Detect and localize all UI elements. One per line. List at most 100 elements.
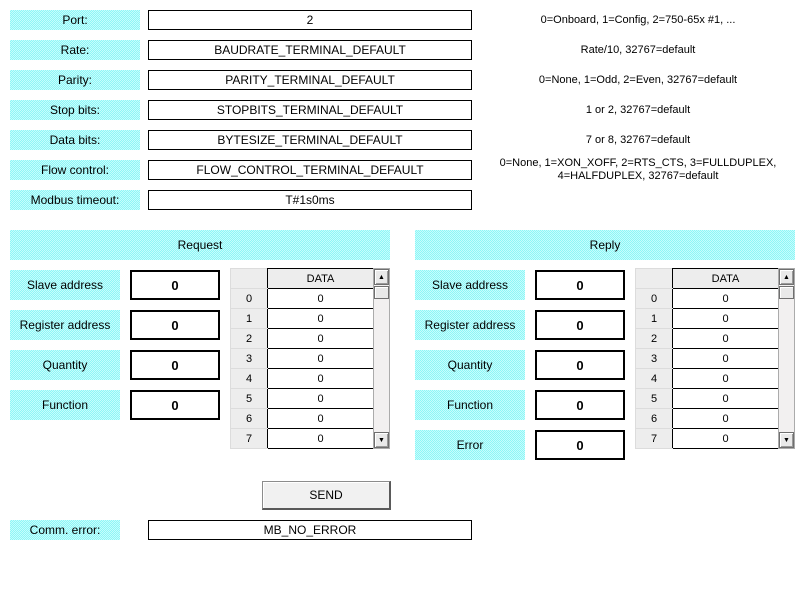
field-value-input[interactable]: 0 bbox=[130, 350, 220, 380]
config-label: Data bits: bbox=[10, 130, 140, 150]
data-cell[interactable]: 0 bbox=[267, 288, 374, 309]
field-label: Slave address bbox=[10, 270, 120, 300]
data-cell[interactable]: 0 bbox=[267, 328, 374, 349]
table-corner-cell bbox=[230, 268, 268, 289]
field-value-input[interactable]: 0 bbox=[130, 310, 220, 340]
field-value-input[interactable]: 0 bbox=[130, 270, 220, 300]
row-index-cell: 1 bbox=[635, 308, 673, 329]
config-label: Rate: bbox=[10, 40, 140, 60]
field-label: Slave address bbox=[415, 270, 525, 300]
reply-table-scrollbar[interactable]: ▲▼ bbox=[778, 268, 795, 449]
data-cell[interactable]: 0 bbox=[267, 308, 374, 329]
field-value-input: 0 bbox=[535, 310, 625, 340]
data-cell[interactable]: 0 bbox=[267, 388, 374, 409]
comm-error-label: Comm. error: bbox=[10, 520, 120, 540]
data-cell[interactable]: 0 bbox=[267, 428, 374, 449]
data-cell[interactable]: 0 bbox=[267, 368, 374, 389]
row-index-cell: 2 bbox=[230, 328, 268, 349]
config-value-field[interactable]: 2 bbox=[148, 10, 472, 30]
row-index-cell: 1 bbox=[230, 308, 268, 329]
scroll-thumb[interactable] bbox=[779, 286, 794, 299]
config-value-field[interactable]: PARITY_TERMINAL_DEFAULT bbox=[148, 70, 472, 90]
config-label: Parity: bbox=[10, 70, 140, 90]
field-label: Register address bbox=[415, 310, 525, 340]
field-label: Function bbox=[10, 390, 120, 420]
row-index-cell: 3 bbox=[230, 348, 268, 369]
row-index-cell: 3 bbox=[635, 348, 673, 369]
config-value-field[interactable]: BYTESIZE_TERMINAL_DEFAULT bbox=[148, 130, 472, 150]
config-label: Modbus timeout: bbox=[10, 190, 140, 210]
config-label: Stop bits: bbox=[10, 100, 140, 120]
data-cell: 0 bbox=[672, 408, 779, 429]
field-label: Error bbox=[415, 430, 525, 460]
data-cell[interactable]: 0 bbox=[267, 408, 374, 429]
config-description: 1 or 2, 32767=default bbox=[585, 103, 691, 116]
row-index-cell: 2 bbox=[635, 328, 673, 349]
config-value-field[interactable]: FLOW_CONTROL_TERMINAL_DEFAULT bbox=[148, 160, 472, 180]
field-label: Function bbox=[415, 390, 525, 420]
config-label: Port: bbox=[10, 10, 140, 30]
scroll-up-icon: ▲ bbox=[783, 273, 790, 281]
scroll-up-button[interactable]: ▲ bbox=[779, 269, 794, 285]
config-value-field[interactable]: T#1s0ms bbox=[148, 190, 472, 210]
row-index-cell: 4 bbox=[230, 368, 268, 389]
config-description: 7 or 8, 32767=default bbox=[585, 133, 691, 146]
scroll-thumb[interactable] bbox=[374, 286, 389, 299]
send-button[interactable]: SEND bbox=[262, 481, 391, 510]
data-column-header: DATA bbox=[672, 268, 779, 289]
config-description bbox=[480, 190, 796, 210]
field-value-input: 0 bbox=[535, 350, 625, 380]
field-value-input: 0 bbox=[535, 390, 625, 420]
data-cell[interactable]: 0 bbox=[267, 348, 374, 369]
config-value-field[interactable]: STOPBITS_TERMINAL_DEFAULT bbox=[148, 100, 472, 120]
config-description: Rate/10, 32767=default bbox=[580, 43, 696, 56]
data-cell: 0 bbox=[672, 348, 779, 369]
row-index-cell: 4 bbox=[635, 368, 673, 389]
row-index-cell: 0 bbox=[635, 288, 673, 309]
field-value-input: 0 bbox=[535, 430, 625, 460]
data-cell: 0 bbox=[672, 288, 779, 309]
scroll-down-button[interactable]: ▼ bbox=[779, 432, 794, 448]
config-description: 0=None, 1=XON_XOFF, 2=RTS_CTS, 3=FULLDUP… bbox=[499, 157, 777, 182]
field-label: Quantity bbox=[10, 350, 120, 380]
request-panel-title: Request bbox=[10, 230, 390, 260]
scroll-up-icon: ▲ bbox=[378, 273, 385, 281]
field-label: Register address bbox=[10, 310, 120, 340]
data-cell: 0 bbox=[672, 428, 779, 449]
row-index-cell: 7 bbox=[635, 428, 673, 449]
scroll-down-button[interactable]: ▼ bbox=[374, 432, 389, 448]
row-index-cell: 6 bbox=[230, 408, 268, 429]
config-value-field[interactable]: BAUDRATE_TERMINAL_DEFAULT bbox=[148, 40, 472, 60]
config-description: 0=None, 1=Odd, 2=Even, 32767=default bbox=[538, 73, 738, 86]
row-index-cell: 5 bbox=[230, 388, 268, 409]
scroll-up-button[interactable]: ▲ bbox=[374, 269, 389, 285]
request-table-scrollbar[interactable]: ▲▼ bbox=[373, 268, 390, 449]
field-value-input[interactable]: 0 bbox=[130, 390, 220, 420]
config-description: 0=Onboard, 1=Config, 2=750-65x #1, ... bbox=[540, 13, 736, 26]
config-label: Flow control: bbox=[10, 160, 140, 180]
data-cell: 0 bbox=[672, 368, 779, 389]
data-cell: 0 bbox=[672, 388, 779, 409]
scroll-down-icon: ▼ bbox=[783, 436, 790, 444]
row-index-cell: 0 bbox=[230, 288, 268, 309]
field-label: Quantity bbox=[415, 350, 525, 380]
row-index-cell: 6 bbox=[635, 408, 673, 429]
field-value-input: 0 bbox=[535, 270, 625, 300]
data-column-header: DATA bbox=[267, 268, 374, 289]
scroll-down-icon: ▼ bbox=[378, 436, 385, 444]
